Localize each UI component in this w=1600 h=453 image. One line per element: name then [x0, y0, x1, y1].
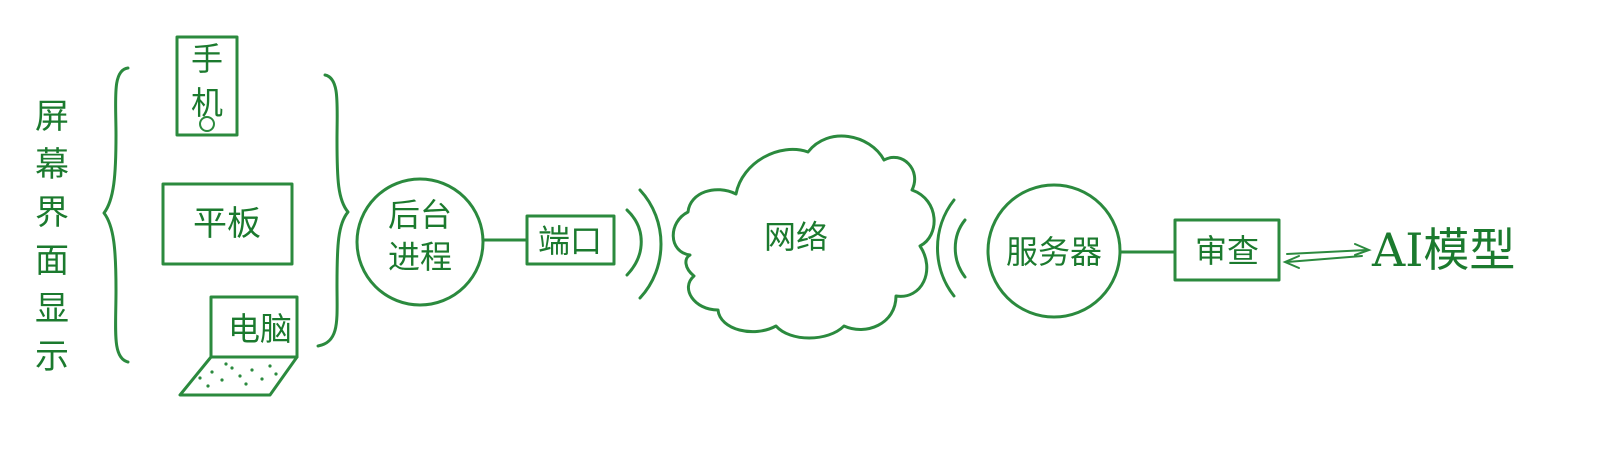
- tablet-device: 平板: [161, 182, 294, 266]
- screen-display-label: 屏幕界面显示: [35, 97, 69, 377]
- phone-label: 手机: [191, 40, 223, 122]
- phone-frame: [175, 35, 239, 137]
- screen-display-char: 示: [35, 337, 69, 377]
- left-brace: [102, 66, 130, 364]
- arrow-to-review: [1286, 255, 1363, 263]
- phone-label-char: 手: [191, 40, 223, 78]
- bidirectional-arrow: [1282, 243, 1372, 269]
- background-process-line1: 后台: [388, 196, 452, 234]
- laptop-base: [178, 355, 299, 397]
- port-node: 端口: [525, 214, 616, 266]
- laptop-screen: [209, 295, 299, 359]
- review-frame: [1173, 218, 1281, 282]
- signal-waves-right: [936, 198, 967, 298]
- phone-device: 手机: [175, 35, 239, 137]
- phone-label-char: 机: [191, 84, 223, 122]
- review-label: 审查: [1195, 232, 1259, 270]
- signal-arc-1: [625, 208, 643, 277]
- server-label: 服务器: [1006, 233, 1102, 271]
- signal-arc-3: [953, 218, 967, 279]
- computer-label: 电脑: [228, 310, 292, 348]
- background-process-node: 后台 进程: [355, 177, 485, 307]
- review-node: 审查: [1173, 218, 1281, 282]
- screen-display-text: 屏幕界面显示: [35, 97, 69, 377]
- phone-home-button: [199, 116, 215, 132]
- network-cloud: 网络: [671, 134, 936, 340]
- arrow-to-review-head: [1282, 255, 1300, 269]
- signal-waves-left: [625, 188, 663, 300]
- right-brace: [316, 73, 350, 348]
- port-label: 端口: [538, 222, 602, 260]
- screen-display-char: 屏: [35, 97, 69, 137]
- tablet-label: 平板: [193, 204, 261, 244]
- port-frame: [525, 214, 616, 266]
- server-node: 服务器: [986, 183, 1122, 319]
- background-process-line2: 进程: [388, 238, 452, 276]
- laptop-device: 电脑: [178, 295, 299, 397]
- laptop-keyboard-dots: [198, 362, 278, 388]
- arrow-to-ai-head: [1354, 243, 1372, 256]
- arrow-to-ai: [1286, 249, 1368, 255]
- screen-display-char: 幕: [35, 145, 69, 185]
- tablet-frame: [161, 182, 294, 266]
- network-label: 网络: [764, 218, 828, 256]
- cloud-outline: [671, 134, 936, 340]
- screen-display-char: 显: [35, 289, 69, 329]
- ai-model-label: AI模型: [1371, 223, 1515, 277]
- signal-arc-2: [638, 188, 663, 300]
- signal-arc-4: [936, 198, 956, 298]
- screen-display-char: 面: [35, 241, 69, 281]
- screen-display-char: 界: [35, 193, 69, 233]
- background-process-circle: [355, 177, 485, 307]
